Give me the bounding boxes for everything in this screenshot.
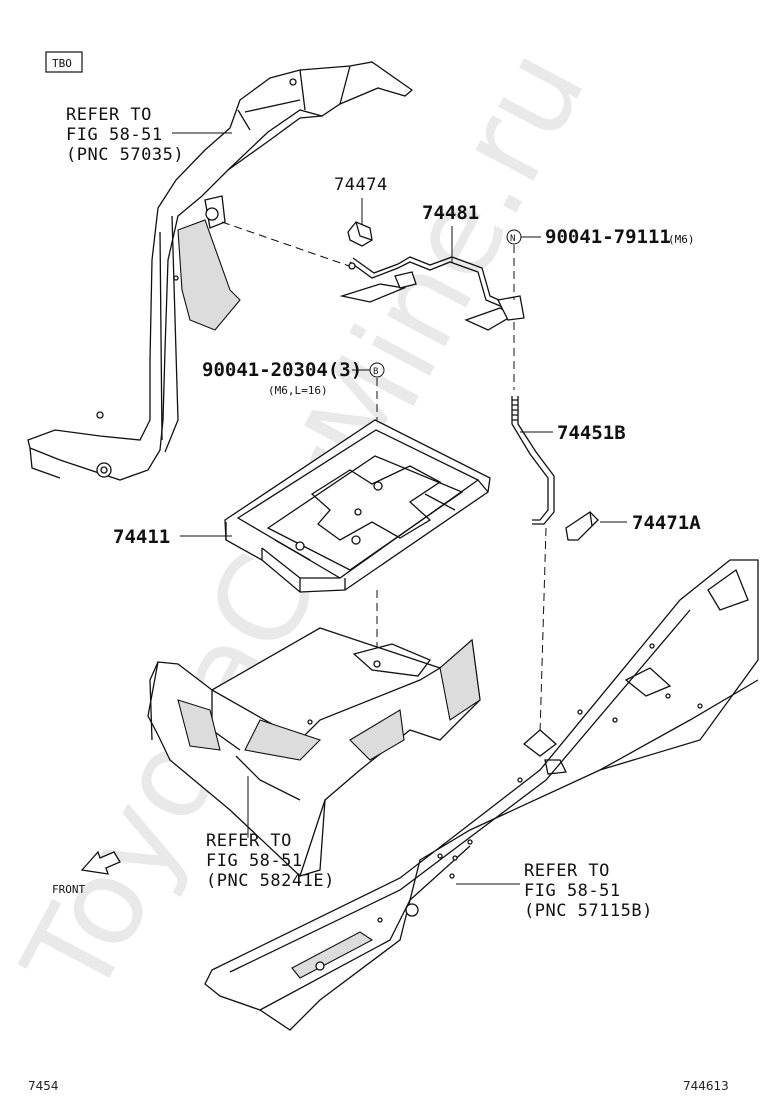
part-74474-clip: 74474	[334, 175, 388, 247]
label-90041-79111: 90041-79111	[545, 226, 671, 248]
front-arrow: FRONT	[52, 850, 121, 896]
part-74451b-bolt: 74451B	[511, 396, 626, 525]
ref-right-line2: FIG 58-51	[524, 881, 621, 901]
label-74481: 74481	[422, 202, 479, 224]
marker-b: B	[373, 367, 378, 377]
label-74451b: 74451B	[557, 422, 626, 444]
side-member	[204, 559, 759, 1031]
label-74474: 74474	[334, 175, 388, 195]
group-code-box: TBO	[45, 51, 83, 73]
part-74471a-clamp: 74471A	[539, 511, 701, 735]
label-74471a: 74471A	[632, 512, 701, 534]
ref-middle-line2: FIG 58-51	[206, 851, 303, 871]
group-code: TBO	[52, 57, 72, 70]
corner-code-right: 744613	[683, 1079, 729, 1093]
ref-middle-line1: REFER TO	[206, 831, 292, 851]
ref-top-line3: (PNC 57035)	[66, 145, 184, 165]
ref-top: REFER TO FIG 58-51 (PNC 57035)	[66, 105, 232, 165]
note-m6: (M6)	[668, 233, 695, 246]
label-74411: 74411	[113, 526, 170, 548]
ref-middle: REFER TO FIG 58-51 (PNC 58241E)	[206, 831, 335, 891]
front-label: FRONT	[52, 883, 85, 896]
marker-n: N	[510, 234, 515, 244]
part-90041-20304: 90041-20304(3) (M6,L=16) B	[202, 359, 385, 420]
ref-right: REFER TO FIG 58-51 (PNC 57115B)	[524, 861, 653, 921]
part-74411-tray: 74411	[113, 419, 491, 650]
note-m6-l16: (M6,L=16)	[268, 384, 328, 397]
floor-panel	[147, 627, 481, 877]
ref-top-line2: FIG 58-51	[66, 125, 163, 145]
ref-right-line1: REFER TO	[524, 861, 610, 881]
body-pillar-panel	[27, 61, 414, 481]
ref-right-line3: (PNC 57115B)	[524, 901, 653, 921]
label-90041-20304: 90041-20304(3)	[202, 359, 362, 381]
part-90041-79111: N 90041-79111 (M6)	[506, 226, 695, 390]
part-74481-pipe: 74481	[339, 202, 525, 331]
ref-top-line1: REFER TO	[66, 105, 152, 125]
ref-middle-line3: (PNC 58241E)	[206, 871, 335, 891]
corner-code-left: 7454	[28, 1079, 59, 1093]
